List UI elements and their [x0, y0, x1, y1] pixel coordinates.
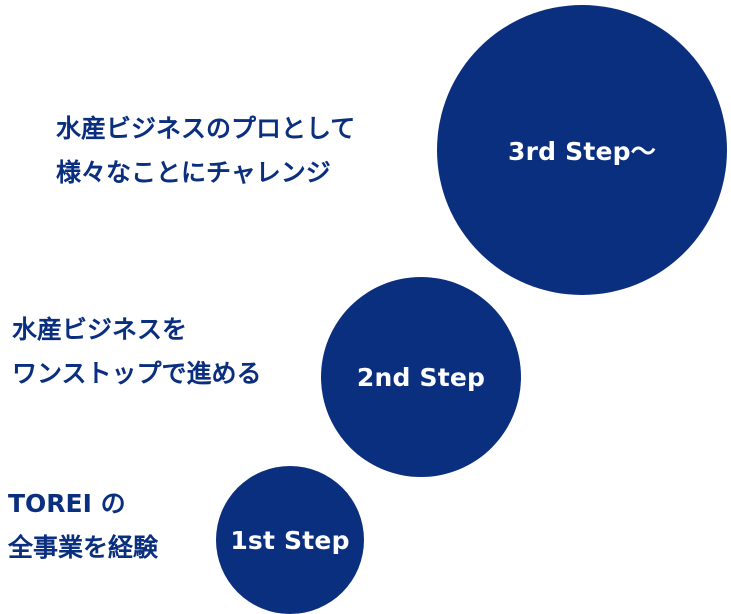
step-2-description: 水産ビジネスを ワンストップで進める [12, 308, 262, 396]
step-3-description-line-2: 様々なことにチャレンジ [56, 158, 331, 187]
step-1-description-line-1: TOREI の [8, 489, 126, 518]
step-2-label: 2nd Step [356, 362, 486, 392]
step-1-label: 1st Step [230, 525, 350, 555]
step-2-description-line-2: ワンストップで進める [12, 359, 262, 388]
step-2-description-line-1: 水産ビジネスを [12, 315, 188, 344]
step-2-circle: 2nd Step [321, 277, 521, 477]
step-3-circle: 3rd Step〜 [437, 5, 727, 295]
step-3-description: 水産ビジネスのプロとして 様々なことにチャレンジ [56, 107, 355, 195]
step-1-description: TOREI の 全事業を経験 [8, 482, 158, 570]
step-3-label: 3rd Step〜 [508, 137, 656, 166]
step-1-circle: 1st Step [216, 466, 364, 614]
step-3-description-line-1: 水産ビジネスのプロとして [56, 114, 356, 143]
step-1-description-line-2: 全事業を経験 [8, 533, 159, 562]
